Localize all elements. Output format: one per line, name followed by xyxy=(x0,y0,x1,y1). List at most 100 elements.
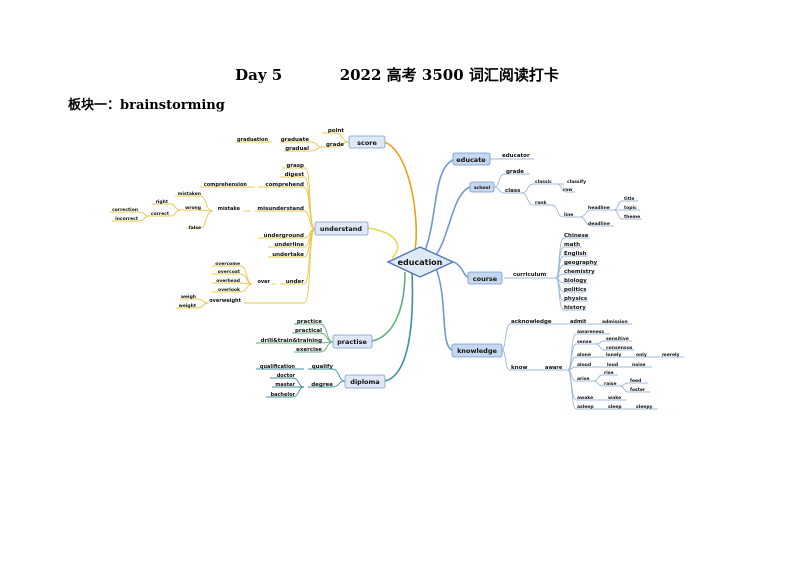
word-educator: educator xyxy=(502,153,530,159)
course-box xyxy=(467,271,503,285)
word-merely: merely xyxy=(662,352,680,358)
word-classic: classic xyxy=(535,179,552,185)
word-know: know xyxy=(511,365,527,371)
word-bachelor: bachelor xyxy=(271,392,296,398)
word-loud: loud xyxy=(607,362,618,368)
word-exercise: exercise xyxy=(296,347,322,353)
practise-diploma-words: practice practical drill&train&training … xyxy=(260,319,334,398)
word-classify: classify xyxy=(567,179,586,185)
word-graduation: graduation xyxy=(237,137,268,143)
word-grade: grade xyxy=(326,142,344,148)
educate-school-words: educator grade class classic classify ro… xyxy=(502,153,640,227)
left-sub-lines xyxy=(110,132,349,309)
understand-label: understand xyxy=(320,225,363,233)
word-false: false xyxy=(189,225,201,231)
center-diamond xyxy=(386,246,455,278)
diploma-box xyxy=(344,374,386,389)
educate-box xyxy=(452,152,491,166)
practise-label: practise xyxy=(337,338,367,346)
course-label: course xyxy=(473,275,498,283)
word-overhead: overhead xyxy=(216,278,240,284)
word-rise: rise xyxy=(604,370,614,376)
word-over: over xyxy=(257,279,270,285)
word-comprehension: comprehension xyxy=(204,182,248,188)
subject-politics: politics xyxy=(564,287,587,293)
word-qualify: qualify xyxy=(312,364,334,370)
school-box xyxy=(469,181,495,193)
word-comprehend: comprehend xyxy=(265,182,304,188)
word-weight: weight xyxy=(179,303,197,309)
word-mistaken: mistaken xyxy=(178,191,201,197)
word-only: only xyxy=(636,352,647,358)
word-wake: wake xyxy=(608,395,621,401)
knowledge-words: acknowledge admit admission know aware a… xyxy=(511,319,680,410)
understand-box xyxy=(314,221,369,236)
right-sub-lines xyxy=(490,158,684,410)
word-doctor: doctor xyxy=(277,373,296,379)
word-qualification: qualification xyxy=(260,364,296,370)
word-undertake: undertake xyxy=(272,252,304,258)
main-branches xyxy=(367,141,471,382)
subject-biology: biology xyxy=(564,278,587,284)
subject-chinese: Chinese xyxy=(564,233,589,239)
word-correction: correction xyxy=(112,207,138,213)
word-sleepy: sleepy xyxy=(636,404,653,410)
branch-labels: education score understand practise dipl… xyxy=(320,139,498,386)
word-aloud: aloud xyxy=(577,362,591,368)
word-graduate: graduate xyxy=(281,137,310,143)
word-aware: aware xyxy=(545,365,563,371)
subtitle: 2022 高考 3500 词汇阅读打卡 xyxy=(339,66,559,84)
word-foster: foster xyxy=(630,387,646,393)
educate-label: educate xyxy=(456,156,486,164)
score-box xyxy=(348,135,386,149)
left-lower-lines xyxy=(256,323,346,398)
word-line: line xyxy=(564,212,573,218)
section-heading: 板块一：brainstorming xyxy=(68,98,225,113)
word-awake: awake xyxy=(577,395,593,401)
word-class: class xyxy=(505,188,521,194)
word-sleep: sleep xyxy=(608,404,622,410)
word-overweight: overweight xyxy=(209,298,241,304)
word-alone: alone xyxy=(577,352,591,358)
word-title: title xyxy=(624,196,634,202)
word-overcoat: overcoat xyxy=(218,269,241,275)
word-admit: admit xyxy=(570,319,587,325)
word-sensitive: sensitive xyxy=(606,336,629,342)
subject-chemistry: chemistry xyxy=(564,269,595,275)
word-raise: raise xyxy=(604,381,617,387)
word-misunderstand: misunderstand xyxy=(257,206,304,212)
word-headline: headline xyxy=(588,205,610,211)
subject-math: math xyxy=(564,242,580,248)
knowledge-box xyxy=(451,343,503,358)
word-degree: degree xyxy=(311,382,333,388)
word-incorrect: incorrect xyxy=(115,216,139,222)
word-practice: practice xyxy=(297,319,322,325)
subject-history: history xyxy=(564,305,586,311)
word-overlook: overlook xyxy=(218,287,241,293)
word-row: row xyxy=(563,187,572,193)
center-label: education xyxy=(398,258,443,267)
word-curriculum: curriculum xyxy=(513,272,546,278)
word-acknowledge: acknowledge xyxy=(511,319,552,325)
word-underline: underline xyxy=(274,242,304,248)
word-gradual: gradual xyxy=(285,146,309,152)
understand-branch-words: grasp digest comprehend comprehension mi… xyxy=(112,163,304,309)
word-drill: drill&train&training xyxy=(261,338,322,344)
subject-physics: physics xyxy=(564,296,588,302)
word-weigh: weigh xyxy=(181,294,196,300)
diploma-label: diploma xyxy=(350,378,379,386)
course-words: curriculum Chinese math English geograph… xyxy=(513,233,598,311)
word-underground: underground xyxy=(264,233,304,239)
word-rank: rank xyxy=(535,200,547,206)
school-label: school xyxy=(474,185,491,191)
word-deadline: deadline xyxy=(588,221,610,227)
word-digest: digest xyxy=(285,172,305,178)
word-grade-right: grade xyxy=(506,169,524,175)
score-branch-words: point grade graduate gradual graduation xyxy=(237,128,344,152)
word-point: point xyxy=(328,128,345,134)
subject-english: English xyxy=(564,251,587,257)
word-master: master xyxy=(275,382,295,388)
word-practical: practical xyxy=(295,328,322,334)
word-under: under xyxy=(286,279,304,285)
